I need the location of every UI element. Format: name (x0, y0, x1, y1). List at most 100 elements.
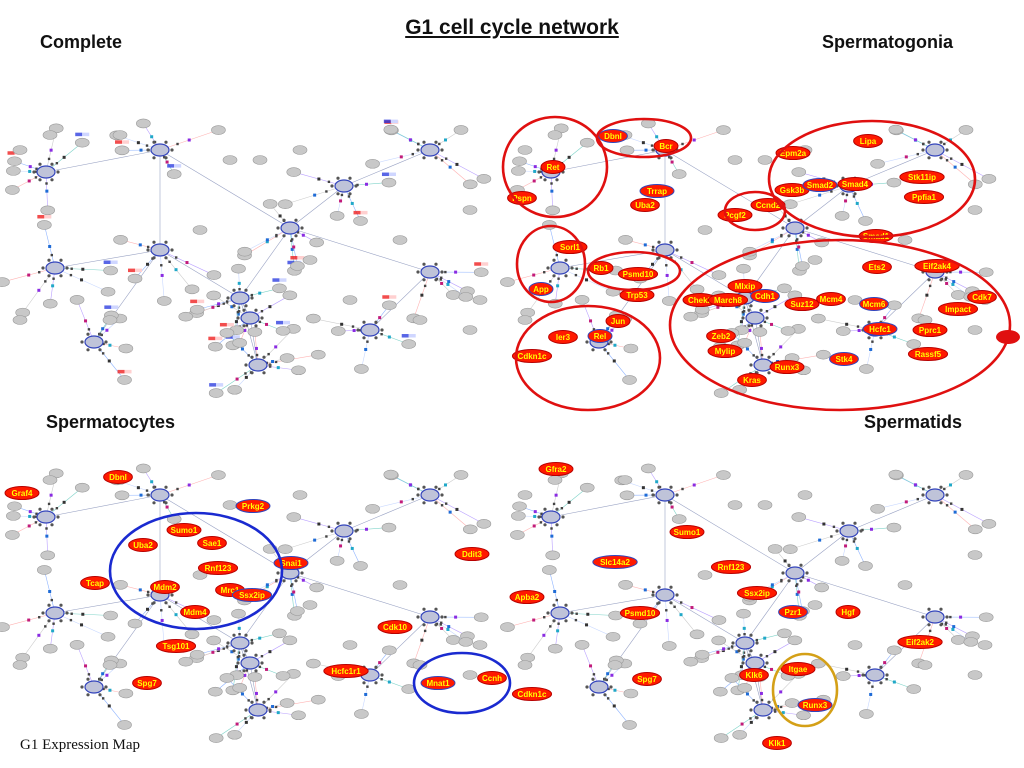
gene-node (222, 155, 238, 165)
interaction-marker (553, 589, 557, 593)
highlighted-gene-spermatids-pzr1: Pzr1 (778, 605, 808, 619)
interaction-marker (139, 493, 143, 497)
gene-node (42, 130, 58, 140)
hub-marker (98, 348, 102, 352)
interaction-marker (949, 270, 952, 274)
hub-marker (737, 649, 741, 653)
expression-bar (232, 335, 240, 339)
interaction-marker (454, 270, 458, 274)
interaction-marker (417, 142, 420, 146)
interaction-marker (532, 618, 536, 622)
interaction-marker (44, 625, 47, 628)
gene-label: Chek2 (688, 296, 713, 305)
gene-node (262, 199, 278, 209)
expression-bar (208, 336, 216, 341)
gene-node (545, 205, 561, 216)
interaction-marker (727, 647, 730, 650)
gene-node (767, 544, 783, 554)
hub-marker (232, 633, 236, 637)
highlight-circle (108, 511, 284, 631)
gene-label: Mlxip (735, 282, 756, 291)
gene-label: Runx3 (775, 363, 800, 372)
interaction-marker (806, 233, 810, 237)
highlighted-gene-spermatogonia-pcgf2: Pcgf2 (717, 208, 753, 222)
hub-marker (657, 485, 661, 489)
highlighted-gene-spermatogonia-mcm6: Mcm6 (859, 297, 889, 311)
highlighted-gene-spermatogonia-cdk7: Cdk7 (967, 290, 997, 304)
hub-marker (98, 677, 102, 681)
gene-node (37, 220, 52, 230)
interaction-marker (236, 312, 240, 316)
gene-label: Hcfc1 (869, 325, 891, 334)
highlighted-gene-spermatids-rnf123: Rnf123 (710, 560, 752, 574)
hub-marker (879, 681, 883, 685)
gene-node (5, 185, 20, 195)
interaction-marker (62, 500, 66, 504)
gene-node (401, 339, 417, 349)
interaction-marker (949, 157, 953, 160)
interaction-marker (742, 310, 746, 313)
interaction-marker (845, 322, 849, 326)
interaction-marker (605, 678, 608, 682)
interaction-marker (741, 312, 745, 316)
hub-marker (254, 324, 258, 328)
gene-node (888, 124, 904, 135)
highlighted-gene-spermatogonia-uba2: Uba2 (630, 198, 660, 212)
interaction-marker (780, 233, 783, 237)
interaction-marker (904, 155, 908, 159)
interaction-marker (145, 489, 149, 492)
gene-node (967, 550, 983, 560)
gene-node (816, 349, 831, 360)
interaction-marker (244, 375, 248, 379)
hub-marker (546, 266, 550, 270)
hub-marker (262, 700, 266, 704)
interaction-marker (549, 280, 552, 283)
interaction-marker (275, 578, 278, 582)
gene-node (178, 656, 194, 667)
interaction-marker (187, 483, 191, 487)
hub-marker (374, 320, 378, 324)
highlighted-gene-spermatocytes-cdk10: Cdk10 (377, 620, 413, 634)
interaction-marker (438, 487, 441, 491)
interaction-marker (856, 325, 860, 328)
interaction-marker (271, 705, 275, 709)
expression-bar (481, 262, 489, 266)
interaction-marker (679, 601, 683, 604)
gene-node (547, 475, 563, 485)
expression-bar (104, 305, 112, 309)
interaction-marker (763, 665, 767, 669)
interaction-marker (35, 515, 38, 518)
hub-marker (867, 336, 871, 340)
hub-marker (546, 611, 550, 615)
gene-label: Spg7 (637, 675, 657, 684)
interaction-marker (539, 521, 543, 524)
interaction-marker (347, 195, 351, 198)
interaction-marker (108, 343, 112, 347)
gene-node (272, 283, 287, 294)
interaction-marker (892, 335, 896, 339)
highlighted-gene-spermatogonia-lipa: Lipa (853, 134, 883, 148)
highlighted-gene-spermatids-spg7: Spg7 (632, 672, 662, 686)
hub-marker (300, 226, 304, 230)
hub-marker (164, 501, 168, 505)
interaction-marker (27, 273, 31, 277)
gene-node (517, 490, 533, 500)
expression-bar (167, 164, 175, 168)
expression-bar (135, 268, 143, 273)
gene-node (0, 277, 10, 287)
interaction-marker (146, 607, 150, 611)
interaction-marker (340, 538, 344, 542)
gene-node (619, 145, 635, 156)
interaction-marker (101, 352, 105, 355)
hub-marker (669, 156, 673, 160)
gene-node (206, 270, 222, 280)
gene-node (711, 270, 727, 280)
highlight-circle (586, 250, 682, 292)
hub-marker (330, 529, 334, 533)
interaction-marker (138, 588, 142, 592)
interaction-marker (151, 602, 154, 605)
interaction-marker (45, 182, 48, 185)
interaction-marker (366, 685, 369, 688)
interaction-marker (28, 510, 32, 514)
interaction-marker (585, 278, 589, 282)
